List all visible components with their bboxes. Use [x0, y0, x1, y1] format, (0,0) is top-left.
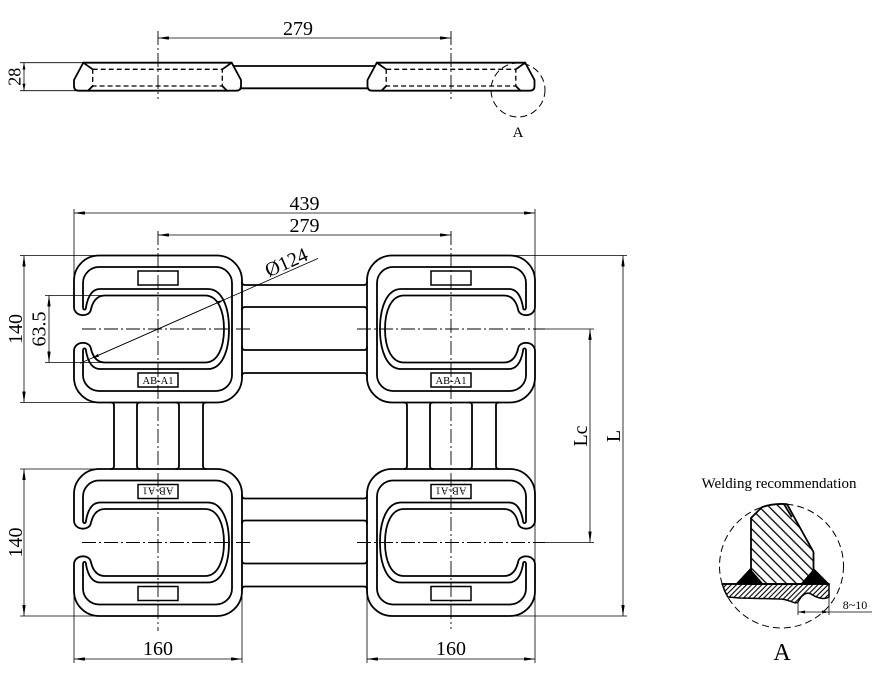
- top-view: 279 28 A: [5, 18, 546, 141]
- link-inner-contour: [376, 266, 527, 392]
- detail-view-label: A: [773, 640, 791, 666]
- cross-section-chamfer-edge: [783, 503, 793, 518]
- link-chamfer-edges: [375, 61, 527, 92]
- top-view-link-left: [73, 61, 242, 92]
- detail-title: Welding recommendation: [702, 476, 857, 492]
- dimension-text: 63.5: [29, 312, 51, 347]
- centerlines: [82, 231, 545, 631]
- dimension-text: 439: [290, 193, 320, 215]
- link-height-dimension-top: 140: [5, 255, 100, 403]
- dimension-text: 28: [5, 68, 25, 86]
- weld-length-dimension: 8~10: [797, 597, 872, 615]
- bar-bottom-row-upper: [241, 494, 368, 525]
- bar-right-column-inner: [403, 401, 434, 470]
- dimension-text: 8~10: [843, 598, 868, 612]
- detail-a-callout: A: [490, 62, 546, 141]
- dimension-arrow-lower: [91, 328, 159, 359]
- base-plate-section: [721, 583, 830, 604]
- center-distance-dimension: Lc: [540, 328, 594, 543]
- top-view-thickness-dimension: 28: [5, 62, 83, 92]
- detail-a-callout-circle: [490, 62, 546, 118]
- dimension-text: 160: [436, 638, 466, 660]
- dimension-text: Lc: [570, 425, 592, 446]
- inner-opening-dimension: 63.5: [29, 295, 104, 363]
- detail-a-welding-view: Welding recommendation 8~10 A: [702, 476, 872, 666]
- connecting-bars: [110, 281, 500, 591]
- bar-top-row-upper: [241, 281, 368, 311]
- dimension-text: 140: [5, 314, 27, 344]
- dimension-arrow-upper: [157, 299, 225, 330]
- detail-a-callout-label: A: [513, 125, 524, 141]
- link-width-dimension-right: 160: [366, 591, 535, 663]
- link-height-dimension-bottom: 140: [5, 468, 100, 617]
- bar-bottom-row-lower: [241, 559, 368, 591]
- top-view-connecting-bar: [232, 65, 376, 90]
- dimension-text: 279: [283, 18, 313, 40]
- bar-top-row-lower: [241, 346, 368, 377]
- bar-right-column-outer: [468, 401, 500, 470]
- link-inner-contour: [376, 479, 527, 606]
- dimension-text: 279: [290, 215, 320, 237]
- link-inner-contour: [82, 479, 233, 606]
- link-outer-contour: [73, 468, 243, 617]
- dimension-text: 140: [5, 528, 27, 558]
- link-outer-contour: [366, 468, 536, 617]
- dimensions: 439 279 Ø124 140: [5, 193, 627, 663]
- link-top-right: [366, 254, 536, 404]
- overall-length-dimension: L: [512, 255, 627, 617]
- pitch-dimension: 279: [158, 215, 451, 237]
- link-hidden-outline: [92, 68, 223, 87]
- bar-left-column-outer: [110, 401, 141, 470]
- link-bottom-right: [366, 468, 536, 617]
- dimension-text: L: [603, 430, 625, 442]
- link-side-outline: [73, 61, 242, 92]
- bar-cross-section: [750, 503, 815, 585]
- link-chamfer-edges: [82, 61, 233, 92]
- bar-left-column-inner: [175, 401, 207, 470]
- link-outer-contour: [366, 254, 536, 404]
- top-view-pitch-dimension: 279: [158, 18, 451, 40]
- link-bottom-left: [73, 468, 243, 617]
- overall-width-dimension: 439: [73, 193, 536, 663]
- dimension-text: 160: [143, 638, 173, 660]
- link-inner-contour: [82, 266, 233, 392]
- link-width-dimension-left: 160: [73, 591, 243, 663]
- plan-view: AB-A1 AB-A1 AB-A1 AB-A1: [5, 193, 627, 663]
